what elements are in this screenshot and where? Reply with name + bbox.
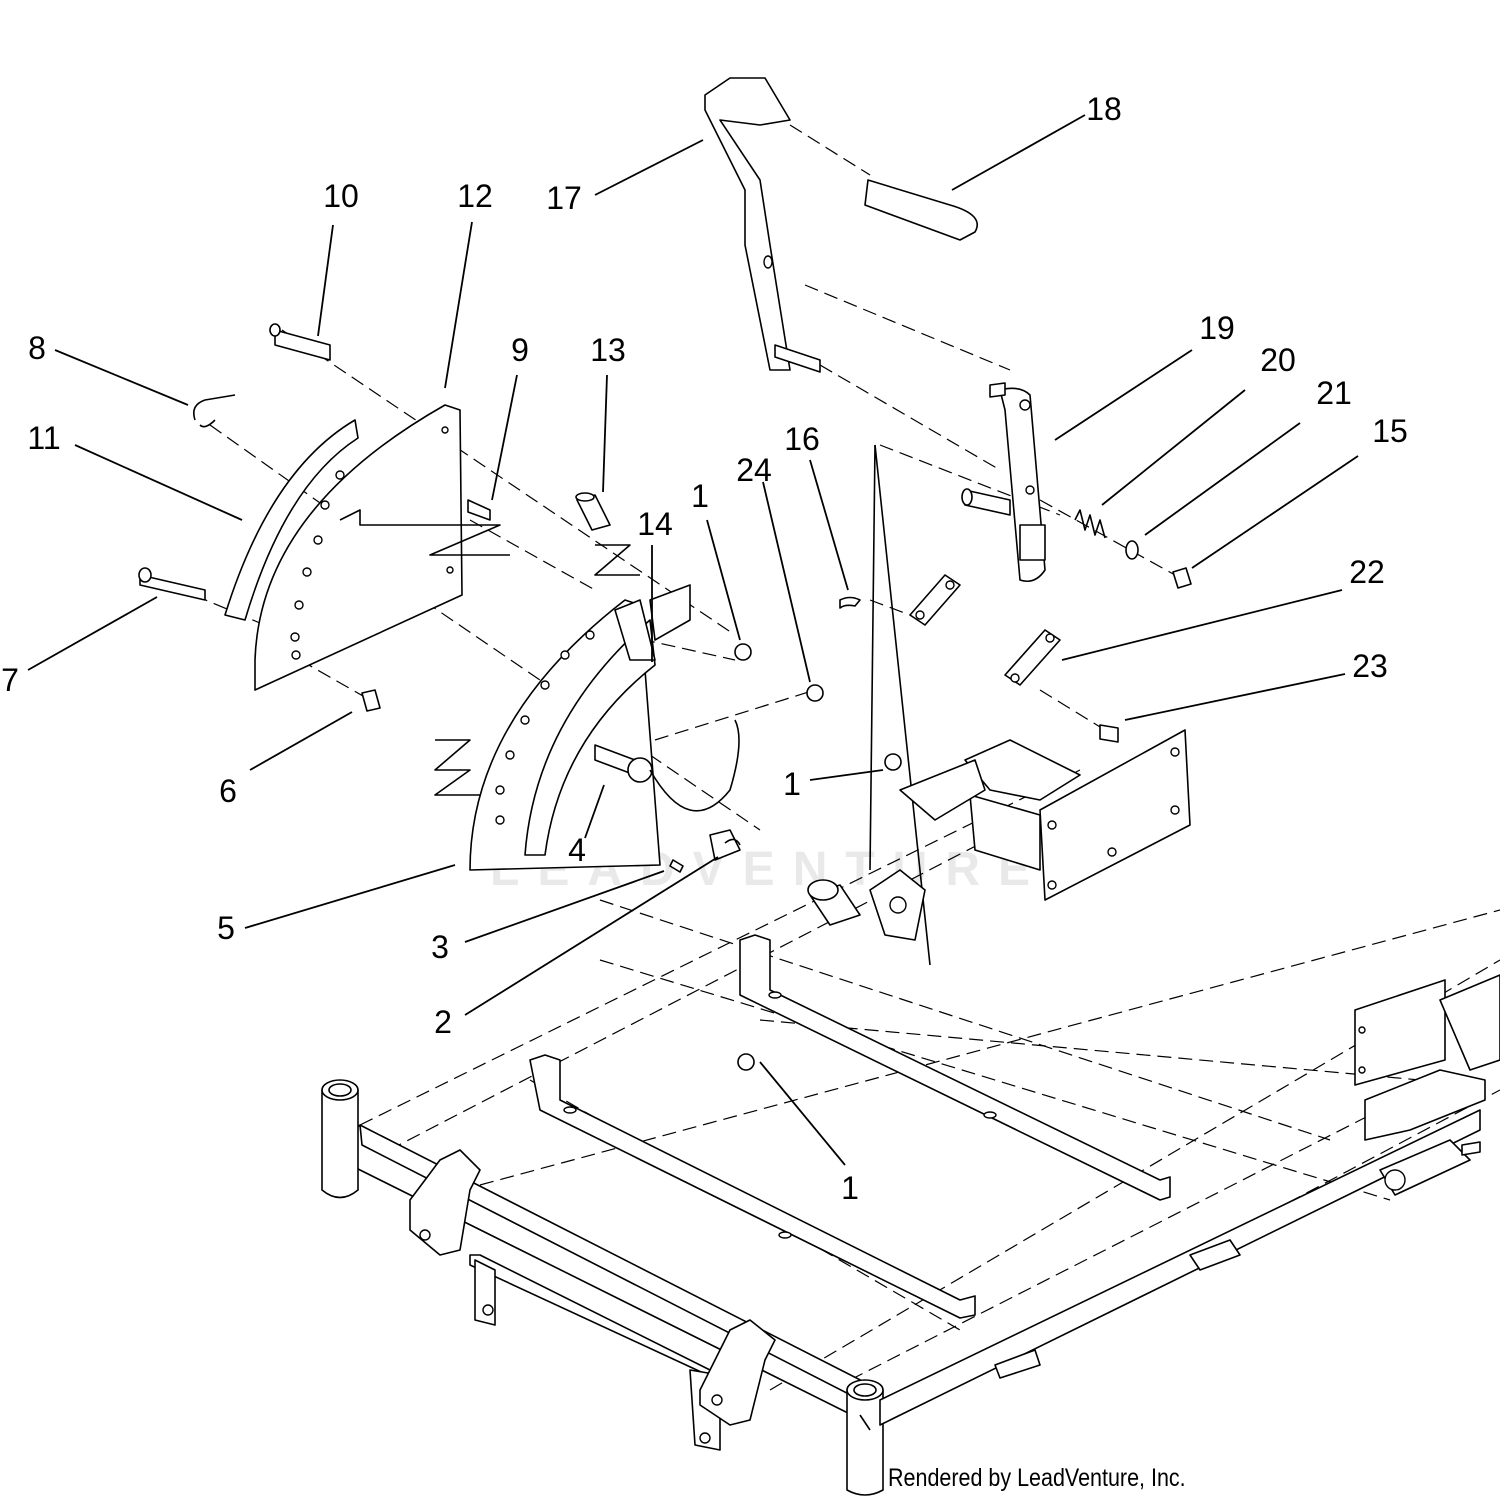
credit-text: Rendered by LeadVenture, Inc. (888, 1464, 1186, 1492)
callout-23: 23 (1352, 648, 1388, 684)
callout-21: 21 (1316, 375, 1352, 411)
callout-20: 20 (1260, 342, 1296, 378)
callout-4: 4 (568, 832, 586, 868)
callout-14: 14 (637, 506, 673, 542)
pivot-bracket-assembly (807, 444, 1191, 966)
callout-7: 7 (1, 662, 19, 698)
callout-12: 12 (457, 178, 493, 214)
callout-11: 11 (27, 420, 61, 456)
callout-18: 18 (1086, 91, 1122, 127)
callout-19: 19 (1199, 310, 1235, 346)
callout-5: 5 (217, 910, 235, 946)
pedal-assembly (704, 77, 1192, 743)
callout-8: 8 (28, 330, 46, 366)
callout-1-middle: 1 (783, 766, 801, 802)
sector-plates (138, 323, 902, 1071)
callout-24: 24 (736, 452, 772, 488)
callout-10: 10 (323, 178, 359, 214)
callout-6: 6 (219, 773, 237, 809)
callout-15: 15 (1372, 413, 1408, 449)
callout-3: 3 (431, 929, 449, 965)
callout-13: 13 (590, 332, 626, 368)
callout-22: 22 (1349, 554, 1385, 590)
mower-frame (321, 739, 1500, 1496)
callout-16: 16 (784, 421, 820, 457)
callout-9: 9 (511, 332, 529, 368)
callout-1-top: 1 (691, 478, 709, 514)
callout-1-bottom: 1 (841, 1170, 859, 1206)
callout-17: 17 (546, 180, 582, 216)
leader-lines (27, 114, 1359, 1166)
callout-2: 2 (434, 1004, 452, 1040)
